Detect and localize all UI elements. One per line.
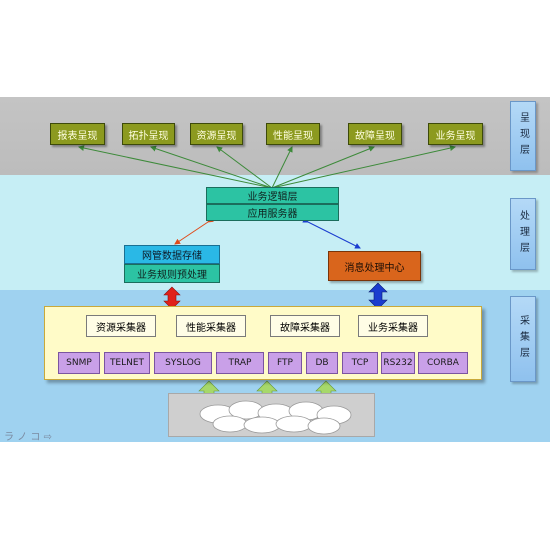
snmp-protocol-box: SNMP bbox=[58, 352, 100, 374]
corba-protocol-box: CORBA bbox=[418, 352, 468, 374]
footer-glyphs: ラ ノ コ ⇨ bbox=[4, 432, 52, 443]
rs232-protocol-box: RS232 bbox=[381, 352, 415, 374]
topology-presentation-box: 拓扑呈现 bbox=[122, 123, 175, 145]
business-logic-layer-box: 业务逻辑层 bbox=[206, 187, 339, 204]
syslog-protocol-box: SYSLOG bbox=[154, 352, 212, 374]
ftp-protocol-box: FTP bbox=[268, 352, 302, 374]
telnet-protocol-box: TELNET bbox=[104, 352, 150, 374]
business-presentation-box: 业务呈现 bbox=[428, 123, 483, 145]
presentation-layer-label: 呈现层 bbox=[510, 101, 536, 171]
application-server-box: 应用服务器 bbox=[206, 204, 339, 221]
trap-protocol-box: TRAP bbox=[216, 352, 264, 374]
tcp-protocol-box: TCP bbox=[342, 352, 378, 374]
report-presentation-box: 报表呈现 bbox=[50, 123, 105, 145]
processing-layer-label: 处理层 bbox=[510, 198, 536, 270]
resource-collector-box: 资源采集器 bbox=[86, 315, 156, 337]
message-processing-center-box: 消息处理中心 bbox=[328, 251, 421, 281]
performance-collector-box: 性能采集器 bbox=[176, 315, 246, 337]
business-rule-preprocess-box: 业务规则预处理 bbox=[124, 264, 220, 283]
fault-presentation-box: 故障呈现 bbox=[348, 123, 402, 145]
collection-layer-label: 采集层 bbox=[510, 296, 536, 382]
business-collector-box: 业务采集器 bbox=[358, 315, 428, 337]
fault-collector-box: 故障采集器 bbox=[270, 315, 340, 337]
resource-presentation-box: 资源呈现 bbox=[190, 123, 243, 145]
performance-presentation-box: 性能呈现 bbox=[266, 123, 320, 145]
db-protocol-box: DB bbox=[306, 352, 338, 374]
nms-data-storage-box: 网管数据存储 bbox=[124, 245, 220, 264]
